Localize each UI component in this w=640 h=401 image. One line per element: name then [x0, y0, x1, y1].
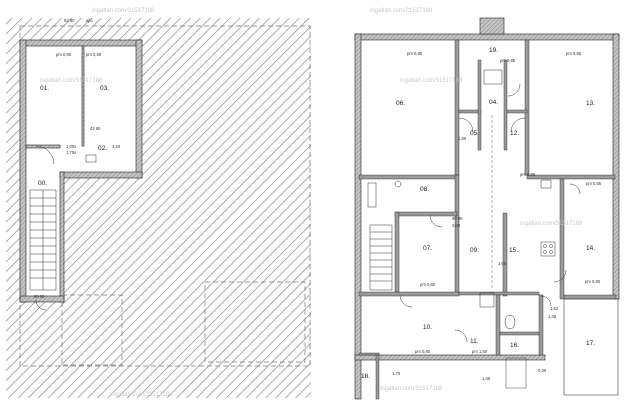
dim-right-1: pm 0,85: [566, 51, 582, 56]
dim-left-7: 42 90: [90, 126, 101, 131]
dim-left-2: pm 0,90: [56, 52, 72, 57]
dim-right-4: pm 0,85: [586, 181, 602, 186]
room-17-outline: [563, 298, 619, 396]
left-walls: [19, 39, 143, 303]
watermark-left-mid: ingatlan.com/31517188: [40, 78, 103, 84]
room-label-05: 05.: [470, 130, 479, 137]
dim-right-2: pm 0,85: [500, 58, 516, 63]
right-interior: [358, 34, 614, 356]
dim-right-16: 1,45: [482, 376, 491, 381]
room-label-18: 18.: [361, 373, 370, 380]
room-label-10: 10.: [423, 324, 432, 331]
right-inner-walls: [358, 39, 617, 400]
dim-left-8: 90 90: [34, 294, 45, 299]
room-label-03: 03.: [100, 85, 109, 92]
dim-left-5: 1,75x: [66, 150, 77, 155]
room-label-16: 16.: [510, 342, 519, 349]
watermark-left-bottom: ingatlan.com/31517188: [110, 392, 173, 398]
dim-right-9: pm 0,60: [420, 282, 436, 287]
dim-left-4: 1,00x: [66, 144, 77, 149]
watermark-right-center: ingatlan.com/31517188: [520, 221, 583, 227]
dim-right-3: pm 0,85: [520, 172, 536, 177]
room-label-06: 06.: [396, 100, 405, 107]
room-label-11: 11.: [470, 338, 479, 345]
right-door-arcs: [399, 83, 581, 343]
stair-interior: [25, 150, 62, 300]
room-label-04: 04.: [489, 99, 498, 106]
right-fixtures: [367, 69, 556, 330]
watermark-right-bottom: ingatlan.com/31517188: [380, 386, 443, 392]
dim-right-11: pm 0,80: [585, 279, 601, 284]
watermark-right-mid: ingatlan.com/31517188: [400, 78, 463, 84]
room-label-13: 13.: [586, 100, 595, 107]
left-floor-plan: 01. 03. 02. 00. 92 90 ajtó pm 0,90 pm 0,…: [6, 8, 311, 398]
dim-right-5: 1,60: [458, 136, 467, 141]
dashed-annex-left: [61, 294, 123, 366]
watermark-top-right: ingatlan.com/31517188: [370, 8, 433, 14]
room-label-08: 08.: [420, 186, 429, 193]
room-label-19: 19.: [489, 47, 498, 54]
room-label-00: 00.: [38, 180, 47, 187]
room-label-09: 09.: [470, 247, 479, 254]
room-label-01: 01.: [40, 85, 49, 92]
dim-right-15: 1,75: [392, 371, 401, 376]
wc-fixture: [85, 154, 97, 163]
room-label-12: 12.: [510, 130, 519, 137]
dim-left-6: 3,20: [112, 144, 121, 149]
dim-left-0: 92 90: [64, 18, 75, 23]
entry-step: [505, 357, 527, 389]
dim-right-14: 1,48: [548, 314, 557, 319]
watermark-top-left: ingatlan.com/31517188: [92, 8, 155, 14]
room-label-07: 07.: [423, 245, 432, 252]
room-label-17: 17.: [586, 340, 595, 347]
right-floor-plan: 19. 06. 04. 13. 05. 12. 08. 07. 09. 15. …: [354, 8, 620, 400]
dim-right-12: pm 1,50: [472, 349, 488, 354]
dim-right-13: 1,62: [550, 306, 559, 311]
right-outer-walls: [354, 17, 620, 400]
room-label-14: 14.: [586, 245, 595, 252]
dim-left-1: ajtó: [86, 18, 93, 23]
dim-right-0: pm 0,85: [407, 51, 423, 56]
left-entry-arc: [35, 299, 47, 311]
dim-right-10: pm 0,80: [415, 349, 431, 354]
dim-right-6: 90 90: [452, 216, 463, 221]
dim-right-7: 2,00: [452, 223, 461, 228]
room-label-02: 02.: [98, 145, 107, 152]
dim-left-3: pm 0,90: [86, 52, 102, 57]
left-door-arc: [35, 145, 55, 165]
room-label-15: 15.: [509, 247, 518, 254]
dim-right-17: 0,30: [538, 368, 547, 373]
left-staircase: [29, 189, 57, 291]
dim-right-8: 1,00: [498, 261, 507, 266]
dashed-annex-right: [204, 281, 306, 363]
right-staircase: [369, 224, 393, 291]
